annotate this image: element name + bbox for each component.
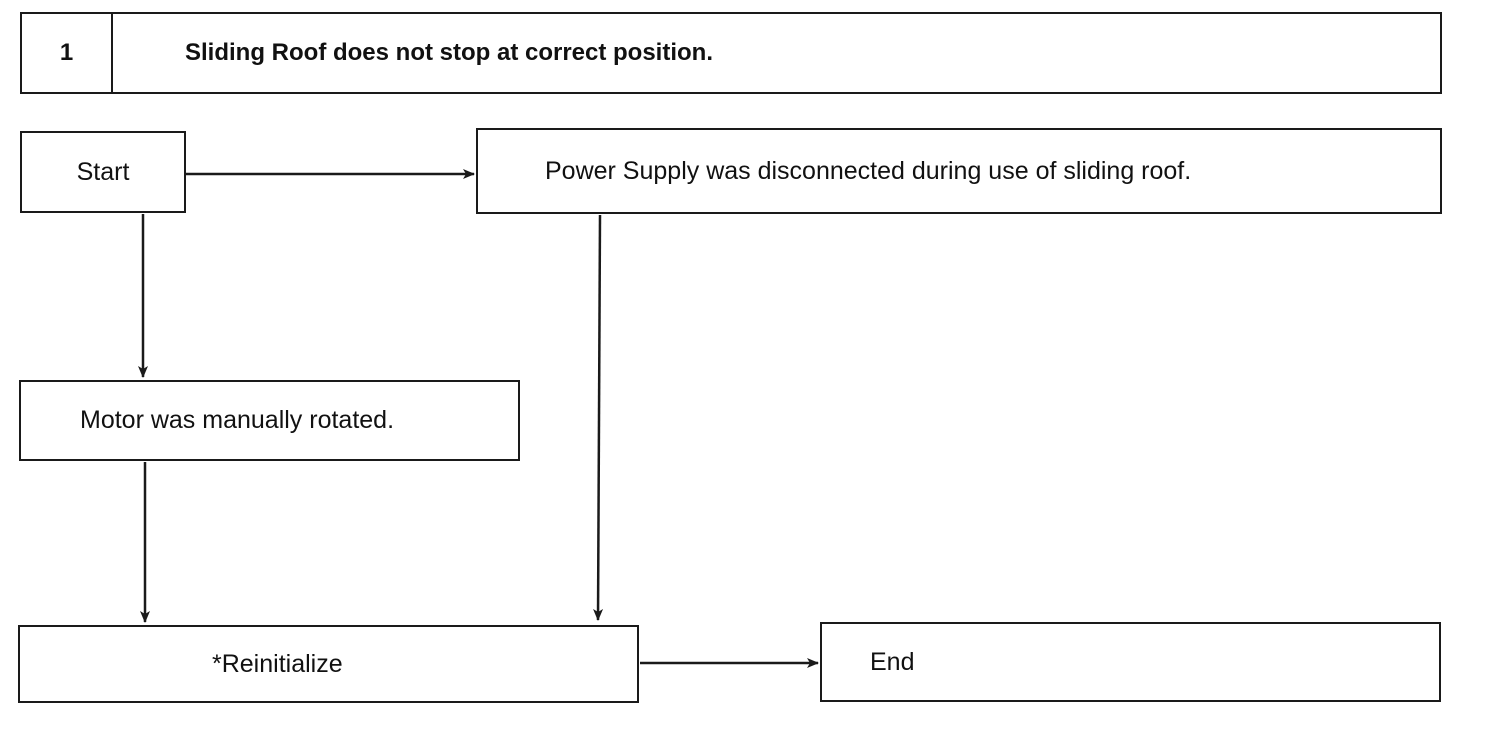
end-label: End <box>870 647 915 676</box>
reinitialize-label: *Reinitialize <box>212 649 343 678</box>
motor-label: Motor was manually rotated. <box>80 406 395 434</box>
power-supply-node: Power Supply was disconnected during use… <box>476 128 1442 214</box>
start-label: Start <box>76 157 130 186</box>
reinitialize-node: *Reinitialize <box>18 625 639 703</box>
start-node: Start <box>20 131 186 213</box>
step-number: 1 <box>22 14 113 92</box>
arrow-power-to-reinitialize <box>593 214 604 621</box>
header-title: Sliding Roof does not stop at correct po… <box>185 39 713 66</box>
end-node: End <box>820 622 1441 702</box>
header-box: 1 Sliding Roof does not stop at correct … <box>20 12 1442 94</box>
power-supply-label: Power Supply was disconnected during use… <box>545 156 1192 185</box>
motor-node: Motor was manually rotated. <box>19 380 520 461</box>
